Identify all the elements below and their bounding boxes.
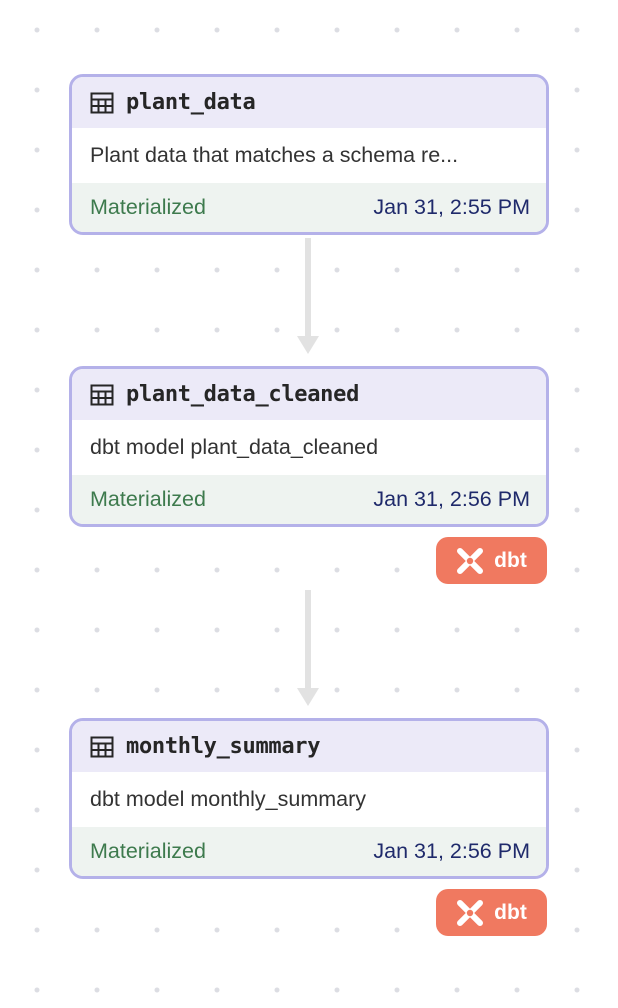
status-label: Materialized bbox=[90, 195, 206, 219]
dbt-icon bbox=[457, 547, 484, 574]
node-title: plant_data_cleaned bbox=[126, 382, 360, 407]
node-description: dbt model monthly_summary bbox=[90, 787, 367, 811]
node-footer: Materialized Jan 31, 2:55 PM bbox=[72, 183, 546, 232]
dbt-tag-label: dbt bbox=[494, 548, 527, 572]
dbt-icon bbox=[457, 899, 484, 926]
node-title: monthly_summary bbox=[126, 734, 321, 759]
asset-node-monthly-summary[interactable]: monthly_summary dbt model monthly_summar… bbox=[69, 718, 549, 879]
status-label: Materialized bbox=[90, 487, 206, 511]
node-title: plant_data bbox=[126, 90, 256, 115]
asset-node-plant-data[interactable]: plant_data Plant data that matches a sch… bbox=[69, 74, 549, 235]
dependency-arrow bbox=[297, 238, 319, 354]
node-footer: Materialized Jan 31, 2:56 PM bbox=[72, 475, 546, 524]
dbt-tag[interactable]: dbt bbox=[436, 889, 547, 936]
table-icon bbox=[90, 92, 114, 113]
node-header: plant_data bbox=[72, 77, 546, 128]
dbt-tag[interactable]: dbt bbox=[436, 537, 547, 584]
materialization-timestamp[interactable]: Jan 31, 2:55 PM bbox=[373, 195, 530, 219]
node-header: plant_data_cleaned bbox=[72, 369, 546, 420]
node-description: dbt model plant_data_cleaned bbox=[90, 435, 379, 459]
materialization-timestamp[interactable]: Jan 31, 2:56 PM bbox=[373, 487, 530, 511]
status-label: Materialized bbox=[90, 839, 206, 863]
node-footer: Materialized Jan 31, 2:56 PM bbox=[72, 827, 546, 876]
asset-node-plant-data-cleaned[interactable]: plant_data_cleaned dbt model plant_data_… bbox=[69, 366, 549, 527]
table-icon bbox=[90, 736, 114, 757]
node-header: monthly_summary bbox=[72, 721, 546, 772]
dbt-tag-label: dbt bbox=[494, 900, 527, 924]
dependency-arrow bbox=[297, 590, 319, 706]
materialization-timestamp[interactable]: Jan 31, 2:56 PM bbox=[373, 839, 530, 863]
node-description: Plant data that matches a schema re... bbox=[90, 143, 459, 167]
table-icon bbox=[90, 384, 114, 405]
